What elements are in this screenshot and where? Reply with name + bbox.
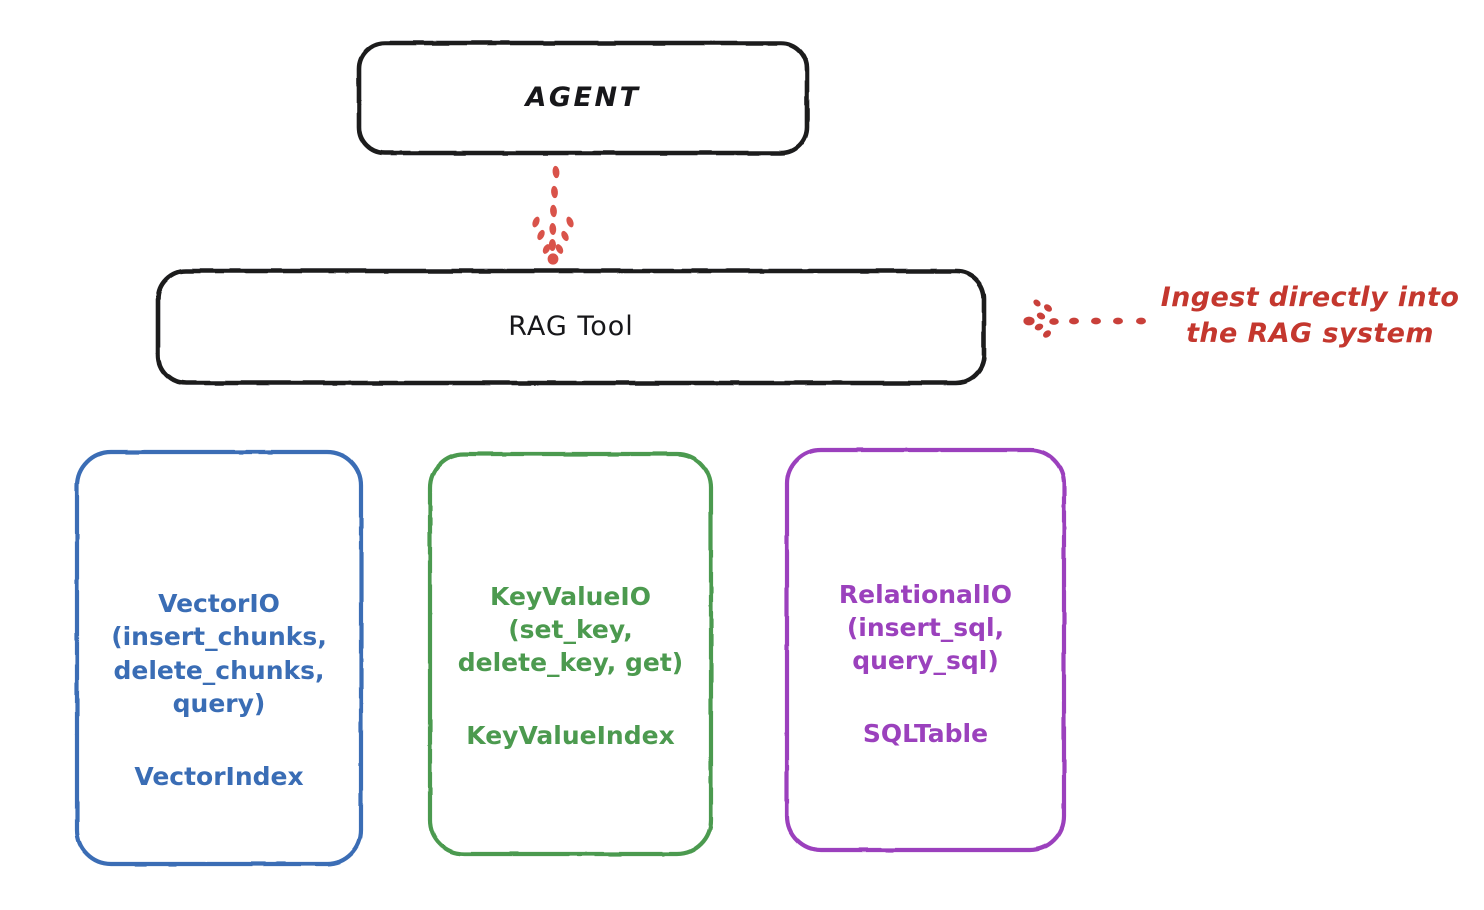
vector-io-box[interactable]: VectorIO (insert_chunks, delete_chunks, …: [75, 450, 363, 866]
vector-io-index-label: VectorIndex: [134, 762, 304, 791]
ingest-to-rag-arrow: [1023, 299, 1146, 338]
ingest-annotation-label: Ingest directly into the RAG system: [1160, 282, 1460, 349]
vector-io-api-label: VectorIO (insert_chunks, delete_chunks, …: [111, 589, 327, 718]
key-value-io-index-label: KeyValueIndex: [466, 721, 675, 751]
relational-io-content: RelationalIO (insert_sql, query_sql) SQL…: [839, 578, 1012, 749]
vector-io-content: VectorIO (insert_chunks, delete_chunks, …: [111, 587, 327, 791]
key-value-io-box-outline: [427, 451, 714, 857]
relational-io-index-label: SQLTable: [862, 719, 989, 749]
rag-tool-label: RAG Tool: [508, 310, 634, 342]
rag-tool-box[interactable]: RAG Tool: [157, 270, 985, 384]
agent-box-outline: [356, 40, 810, 156]
agent-box[interactable]: AGENT: [358, 42, 808, 154]
relational-io-box[interactable]: RelationalIO (insert_sql, query_sql) SQL…: [785, 448, 1066, 852]
rag-tool-box-outline: [155, 268, 987, 386]
relational-io-api-label: RelationalIO (insert_sql, query_sql): [838, 579, 1013, 676]
key-value-io-api-label: KeyValueIO (set_key, delete_key, get): [457, 581, 684, 678]
key-value-io-box[interactable]: KeyValueIO (set_key, delete_key, get) Ke…: [428, 452, 713, 856]
key-value-io-content: KeyValueIO (set_key, delete_key, get) Ke…: [458, 580, 683, 751]
agent-label: AGENT: [525, 81, 641, 113]
relational-io-box-outline: [784, 447, 1067, 853]
agent-to-rag-arrow: [532, 165, 574, 265]
vector-io-box-outline: [74, 449, 364, 867]
